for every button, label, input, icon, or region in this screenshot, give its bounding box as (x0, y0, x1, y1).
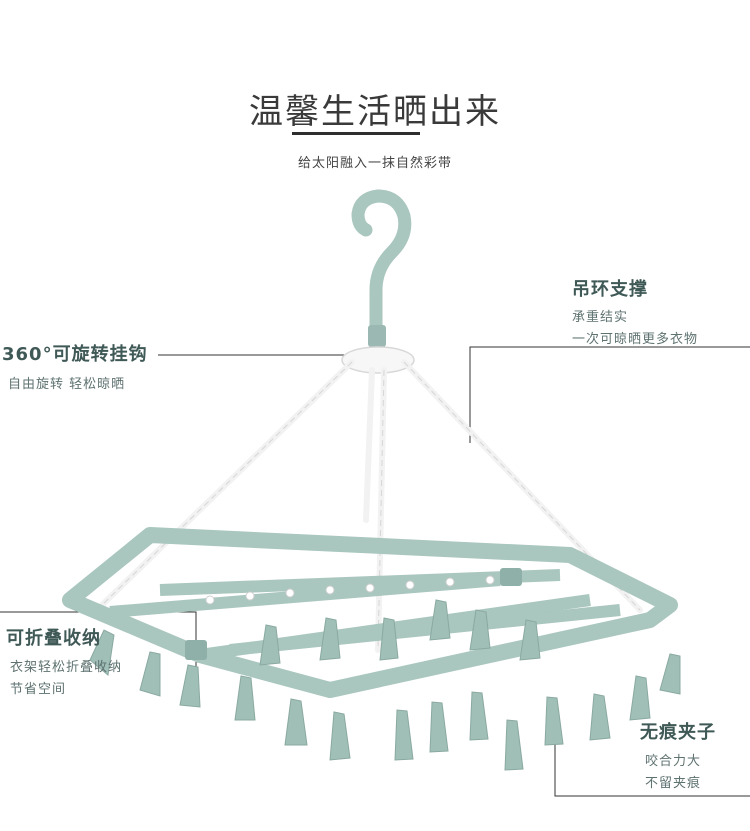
callout-fold-line-1: 衣架轻松折叠收纳 (10, 660, 123, 675)
page-subtitle: 给太阳融入一抹自然彩带 (297, 156, 452, 171)
callout-clip-line-1: 咬合力大 (645, 754, 702, 769)
rotating-hook (351, 189, 412, 349)
callout-ring-line-1: 承重结实 (572, 310, 629, 325)
page-title: 温馨生活晒出来 (249, 92, 501, 132)
frame-hinges (185, 568, 522, 660)
callout-ring-line-2: 一次可晾晒更多衣物 (572, 332, 699, 347)
title-underline (292, 132, 420, 135)
leader-line-ring (469, 346, 750, 443)
callout-rotate-title: 360°可旋转挂钩 (2, 344, 148, 365)
callout-fold-line-2: 节省空间 (10, 682, 67, 697)
callout-clip-title: 无痕夹子 (640, 722, 716, 743)
hook-hub (341, 346, 415, 374)
callout-ring-title: 吊环支撑 (572, 279, 648, 300)
clothes-pegs (89, 599, 681, 771)
callout-clip-line-2: 不留夹痕 (645, 776, 702, 791)
callout-fold-title: 可折叠收纳 (6, 628, 101, 649)
hook-collar (368, 325, 386, 347)
peg-springs (205, 575, 495, 605)
callout-rotate-line-1: 自由旋转 轻松晾晒 (8, 377, 126, 392)
